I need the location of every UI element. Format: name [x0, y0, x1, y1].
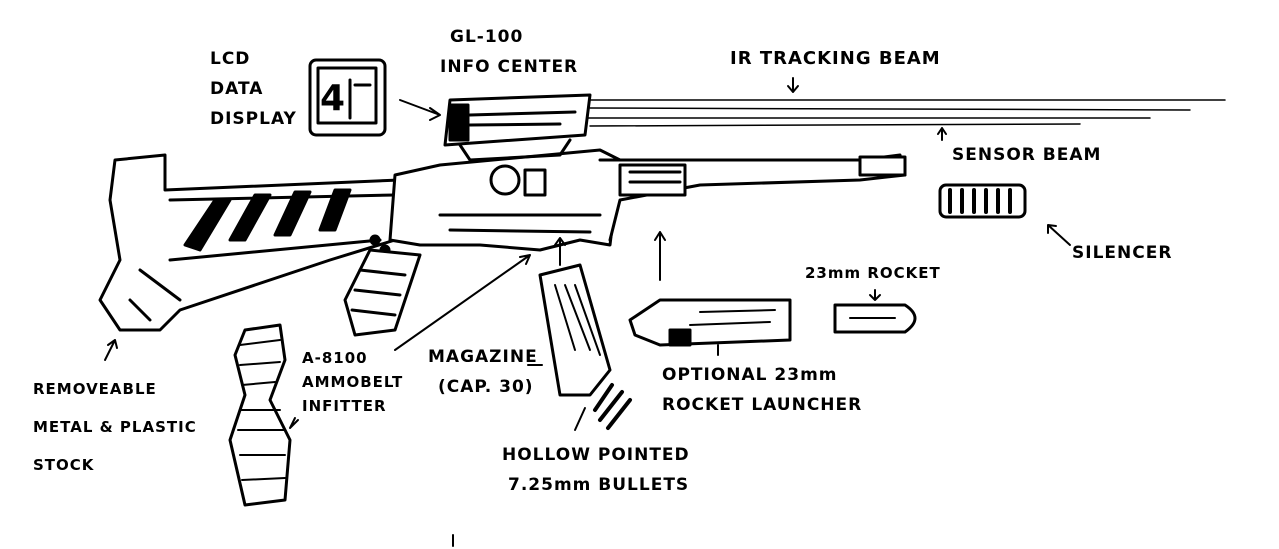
silencer-drawing	[938, 183, 1027, 219]
label-lcd-data-display: LCD DATA DISPLAY	[210, 44, 297, 134]
rocket-launcher-drawing	[628, 298, 792, 347]
label-line: DATA	[210, 79, 264, 99]
label-line: INFO CENTER	[440, 57, 579, 77]
label-line: MAGAZINE	[428, 347, 538, 367]
label-ir-tracking-beam: IR TRACKING BEAM	[730, 48, 941, 69]
label-line: A-8100	[302, 349, 368, 367]
ir-beam-lines	[579, 99, 1226, 127]
label-line: (CAP. 30)	[438, 377, 534, 397]
info-center-drawing	[443, 93, 592, 162]
barrel-drawing	[598, 153, 907, 242]
lcd-display-drawing	[308, 58, 387, 137]
label-line: DISPLAY	[210, 109, 297, 129]
label-line: REMOVEABLE	[33, 380, 157, 398]
label-stock: REMOVEABLE METAL & PLASTIC STOCK	[33, 370, 197, 484]
ammobelt-drawing	[228, 323, 292, 507]
label-line: HOLLOW POINTED	[502, 445, 690, 465]
magazine-drawing	[538, 263, 612, 397]
label-line: STOCK	[33, 456, 95, 474]
callout-arrows	[104, 77, 1071, 429]
label-sensor-beam: SENSOR BEAM	[952, 145, 1102, 165]
label-info-center: GL-100 INFO CENTER	[440, 22, 578, 82]
label-silencer: SILENCER	[1072, 243, 1173, 263]
lcd-screen-digit: 4	[320, 78, 347, 119]
bullets-drawing	[574, 383, 632, 431]
label-rocket-launcher: OPTIONAL 23mm ROCKET LAUNCHER	[662, 360, 862, 420]
label-line: INFITTER	[302, 397, 387, 415]
label-magazine: MAGAZINE (CAP. 30)	[428, 342, 538, 402]
label-bullets: HOLLOW POINTED 7.25mm BULLETS	[502, 440, 690, 500]
label-line: METAL & PLASTIC	[33, 418, 197, 436]
label-line: 7.25mm BULLETS	[508, 475, 690, 495]
label-line: AMMOBELT	[302, 373, 404, 391]
label-rocket: 23mm ROCKET	[805, 264, 941, 282]
stock-drawing	[98, 153, 412, 332]
label-line: GL-100	[450, 27, 524, 47]
label-line: OPTIONAL 23mm	[662, 365, 838, 385]
rocket-drawing	[833, 303, 917, 334]
label-ammobelt: A-8100 AMMOBELT INFITTER	[302, 346, 403, 418]
label-line: ROCKET LAUNCHER	[662, 395, 863, 415]
label-line: LCD	[210, 49, 251, 69]
